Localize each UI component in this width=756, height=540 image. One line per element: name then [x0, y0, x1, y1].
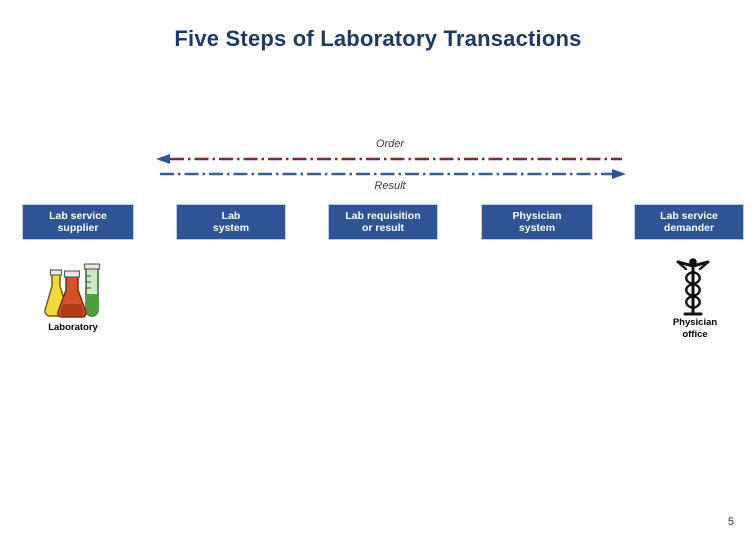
page-title: Five Steps of Laboratory Transactions [174, 26, 582, 51]
step-box-physician-system: Physician system [481, 204, 593, 240]
step-box-label: Lab service supplier [49, 209, 107, 235]
step-box-label: Lab system [212, 209, 250, 235]
step-box-label: Physician system [512, 209, 562, 235]
laboratory-caption: Laboratory [48, 322, 98, 333]
step-box-lab-service-demander: Lab service demander [634, 204, 744, 240]
step-box-label: Lab requisition or result [345, 209, 421, 235]
result-arrow-icon [160, 169, 626, 179]
step-box-label: Lab service demander [660, 209, 718, 235]
step-box-lab-requisition-or-result: Lab requisition or result [328, 204, 438, 240]
page-number: 5 [727, 516, 734, 528]
flow-arrows: Order Result [150, 138, 630, 198]
order-arrow-icon [156, 154, 622, 164]
step-box-lab-service-supplier: Lab service supplier [22, 204, 134, 240]
result-label: Result [374, 180, 406, 192]
laboratory-flasks-icon [44, 263, 101, 318]
step-box-lab-system: Lab system [176, 204, 286, 240]
caduceus-icon [676, 258, 710, 316]
order-label: Order [375, 138, 405, 150]
physician-office-caption: Physician office [672, 317, 718, 340]
